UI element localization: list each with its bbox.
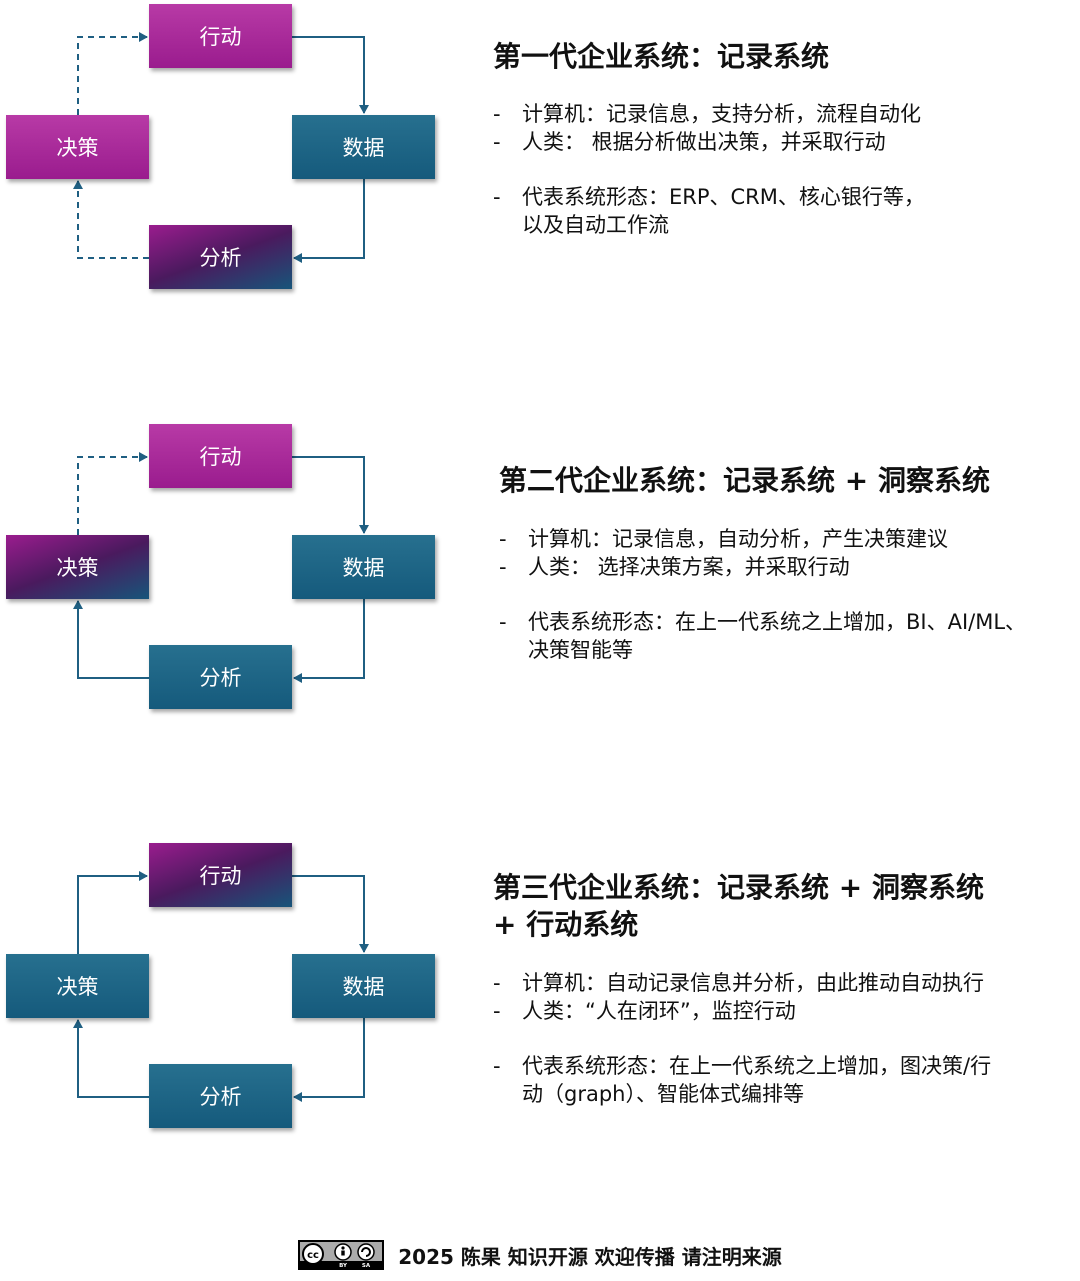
node-analysis: 分析 xyxy=(149,225,292,289)
node-analysis: 分析 xyxy=(149,1064,292,1128)
section-gen3: 行动 数据 分析 决策 第三代企业系统：记录系统 + 洞察系统 + 行动系统 -… xyxy=(0,839,1080,1139)
bullet-dash: - xyxy=(499,610,507,634)
cycle-links-gen1 xyxy=(73,32,369,263)
bullet-text: 代表系统形态：在上一代系统之上增加，图决策/行 xyxy=(522,1054,992,1078)
link-data-analysis xyxy=(293,179,365,263)
footer-text: 2025 陈果 知识开源 欢迎传播 请注明来源 xyxy=(398,1244,782,1269)
bullet-dash: - xyxy=(499,555,507,579)
bullet-computer: -计算机：记录信息，自动分析，产生决策建议 xyxy=(499,525,1079,553)
section-title: 第二代企业系统：记录系统 + 洞察系统 xyxy=(499,464,990,497)
node-decision-label: 决策 xyxy=(56,136,99,160)
bullet-dash: - xyxy=(493,130,501,154)
bullet-forms: -代表系统形态：在上一代系统之上增加，BI、AI/ML、决策智能等 xyxy=(499,608,1079,664)
footer: cc BY SA 2025 陈果 知识开源 欢迎传播 请注明来源 xyxy=(0,1239,1080,1271)
node-analysis-label: 分析 xyxy=(199,1085,242,1109)
node-data-label: 数据 xyxy=(342,136,385,160)
node-data: 数据 xyxy=(292,535,435,599)
cycle-diagram-gen2: 行动 数据 分析 决策 xyxy=(0,420,440,720)
cycle-links-gen3 xyxy=(73,871,369,1102)
svg-text:cc: cc xyxy=(307,1250,319,1261)
bullet-dash: - xyxy=(493,999,501,1023)
bullet-list: -计算机：记录信息，自动分析，产生决策建议 -人类： 选择决策方案，并采取行动 … xyxy=(499,525,1079,664)
bullet-human: -人类： 根据分析做出决策，并采取行动 xyxy=(493,128,1073,156)
link-decision-action xyxy=(77,32,148,115)
node-action-label: 行动 xyxy=(199,25,242,49)
node-analysis-label: 分析 xyxy=(199,246,242,270)
link-analysis-decision xyxy=(73,1019,149,1098)
bullet-dash: - xyxy=(493,102,501,126)
node-analysis-label: 分析 xyxy=(199,666,242,690)
bullet-dash: - xyxy=(493,971,501,995)
bullet-text-cont: 以及自动工作流 xyxy=(522,213,669,237)
bullet-human: -人类： 选择决策方案，并采取行动 xyxy=(499,553,1079,581)
cc-by-sa-badge: cc BY SA xyxy=(298,1240,385,1270)
bullet-human: -人类：“人在闭环”，监控行动 xyxy=(493,997,1073,1025)
bullet-text: 计算机：记录信息，支持分析，流程自动化 xyxy=(522,102,921,126)
bullet-text: 计算机：记录信息，自动分析，产生决策建议 xyxy=(528,527,948,551)
link-analysis-decision xyxy=(73,180,149,259)
section-title-line2: + 行动系统 xyxy=(493,908,639,941)
link-action-data xyxy=(292,36,369,114)
section-gen1: 行动 数据 分析 决策 第一代企业系统：记录系统 -计算机：记录信息，支持分析，… xyxy=(0,0,1080,300)
link-analysis-decision xyxy=(73,600,149,679)
bullet-forms: -代表系统形态：在上一代系统之上增加，图决策/行动（graph）、智能体式编排等 xyxy=(493,1052,1073,1108)
bullet-list: -计算机：记录信息，支持分析，流程自动化 -人类： 根据分析做出决策，并采取行动… xyxy=(493,100,1073,239)
node-action: 行动 xyxy=(149,843,292,907)
bullet-text-cont: 决策智能等 xyxy=(528,638,633,662)
cycle-diagram-gen3: 行动 数据 分析 决策 xyxy=(0,839,440,1139)
bullet-dash: - xyxy=(499,527,507,551)
bullet-text: 人类： 选择决策方案，并采取行动 xyxy=(528,555,850,579)
bullet-forms: -代表系统形态：ERP、CRM、核心银行等， 以及自动工作流 xyxy=(493,183,1073,239)
node-analysis: 分析 xyxy=(149,645,292,709)
section-title: 第一代企业系统：记录系统 xyxy=(493,40,830,73)
link-action-data xyxy=(292,875,369,953)
bullet-computer: -计算机：记录信息，支持分析，流程自动化 xyxy=(493,100,1073,128)
link-data-analysis xyxy=(293,1018,365,1102)
link-data-analysis xyxy=(293,599,365,683)
bullet-text: 计算机：自动记录信息并分析，由此推动自动执行 xyxy=(522,971,984,995)
cc-by-label: BY xyxy=(339,1263,348,1268)
cc-license-icon: cc BY SA xyxy=(300,1242,383,1268)
link-decision-action xyxy=(77,871,148,954)
node-data: 数据 xyxy=(292,115,435,179)
description-gen2: 第二代企业系统：记录系统 + 洞察系统 -计算机：记录信息，自动分析，产生决策建… xyxy=(499,462,1079,664)
node-action: 行动 xyxy=(149,424,292,488)
node-data: 数据 xyxy=(292,954,435,1018)
bullet-list: -计算机：自动记录信息并分析，由此推动自动执行 -人类：“人在闭环”，监控行动 … xyxy=(493,969,1073,1108)
bullet-text: 人类： 根据分析做出决策，并采取行动 xyxy=(522,130,886,154)
cycle-diagram-gen1: 行动 数据 分析 决策 xyxy=(0,0,440,300)
link-decision-action xyxy=(77,452,148,535)
bullet-computer: -计算机：自动记录信息并分析，由此推动自动执行 xyxy=(493,969,1073,997)
node-decision: 决策 xyxy=(6,115,149,179)
section-gen2: 行动 数据 分析 决策 第二代企业系统：记录系统 + 洞察系统 -计算机：记录信… xyxy=(0,420,1080,720)
node-decision: 决策 xyxy=(6,535,149,599)
node-data-label: 数据 xyxy=(342,975,385,999)
link-action-data xyxy=(292,456,369,534)
cycle-links-gen2 xyxy=(73,452,369,683)
bullet-text: 代表系统形态：在上一代系统之上增加，BI、AI/ML、 xyxy=(528,610,1027,634)
node-decision-label: 决策 xyxy=(56,556,99,580)
node-decision: 决策 xyxy=(6,954,149,1018)
node-decision-label: 决策 xyxy=(56,975,99,999)
node-action-label: 行动 xyxy=(199,864,242,888)
section-title: 第三代企业系统：记录系统 + 洞察系统 xyxy=(493,871,984,904)
node-action: 行动 xyxy=(149,4,292,68)
description-gen3: 第三代企业系统：记录系统 + 洞察系统 + 行动系统 -计算机：自动记录信息并分… xyxy=(493,869,1073,1108)
cc-sa-label: SA xyxy=(362,1263,371,1268)
node-action-label: 行动 xyxy=(199,445,242,469)
bullet-dash: - xyxy=(493,1054,501,1078)
bullet-text: 代表系统形态：ERP、CRM、核心银行等， xyxy=(522,185,925,209)
node-data-label: 数据 xyxy=(342,556,385,580)
bullet-dash: - xyxy=(493,185,501,209)
description-gen1: 第一代企业系统：记录系统 -计算机：记录信息，支持分析，流程自动化 -人类： 根… xyxy=(493,38,1073,239)
bullet-text-cont: 动（graph）、智能体式编排等 xyxy=(522,1082,804,1106)
bullet-text: 人类：“人在闭环”，监控行动 xyxy=(522,999,796,1023)
